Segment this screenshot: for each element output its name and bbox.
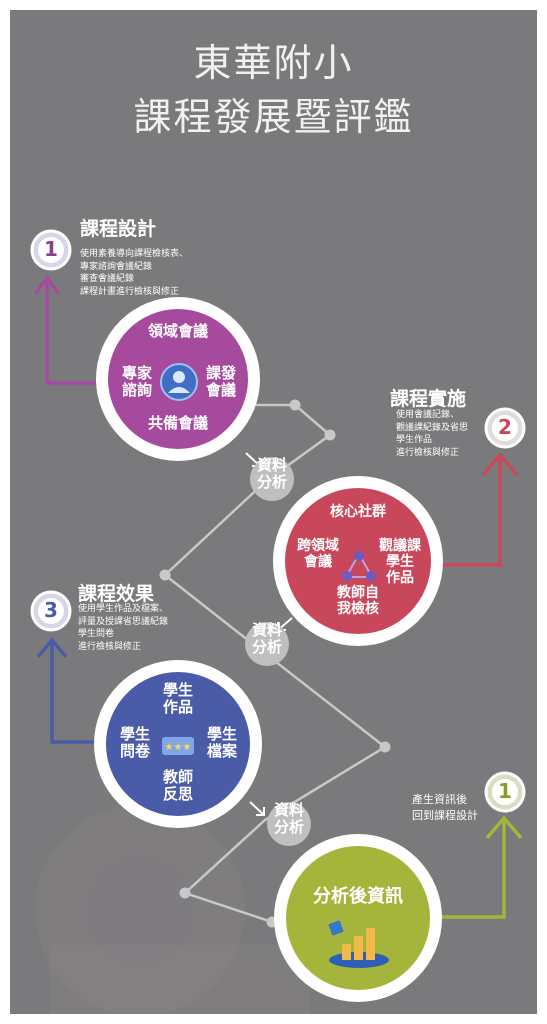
stage2-left-label: 跨領域會議 [297, 538, 339, 571]
flow-connector-lines [30, 229, 526, 928]
data-analysis-node-1: 資料分析 [250, 457, 294, 501]
return-arrow-green [440, 818, 506, 919]
user-network-icon [160, 363, 198, 401]
stage2-bottom-label: 教師自我檢核 [337, 585, 379, 618]
badge-number-3: 3 [44, 598, 58, 622]
stage3-bottom-label: 教師反思 [162, 768, 193, 804]
stage2-description: 使用會議記錄、 觀議課紀錄及省思 學生作品 進行檢核與修正 [396, 410, 469, 458]
stage1-left-label: 專家諮詢 [121, 364, 152, 400]
connector-node [179, 887, 191, 899]
stage2-disc [285, 488, 431, 634]
number-badge-3 [30, 590, 72, 632]
return-arrow-blue [50, 640, 105, 744]
stage1-right-label: 課發會議 [205, 364, 236, 400]
number-badge-final [484, 771, 526, 813]
connector-node [379, 741, 391, 753]
final-label: 分析後資訊 [313, 886, 403, 907]
stage2-right-label: 觀議課學生作品 [379, 538, 421, 587]
stage3-top-label: 學生作品 [162, 681, 193, 717]
badge-number-final: 1 [498, 779, 512, 803]
stage3-title: 課程效果 [78, 583, 155, 605]
team-cycle-icon [342, 551, 376, 581]
number-badge-1 [30, 229, 72, 271]
stage2-top-label: 核心社群 [330, 504, 386, 520]
infographic-canvas: 東華附小 課程發展暨評鑑 [10, 10, 537, 1014]
bar-chart-icon [328, 920, 389, 968]
connector-node [159, 569, 171, 581]
rating-stars-icon: ★★★ [162, 737, 194, 755]
return-arrow-purple [45, 278, 110, 385]
return-note: 產生資訊後 回到課程設計 [412, 793, 478, 822]
stage1-top-label: 領域會議 [147, 322, 208, 340]
stage2-title: 課程實施 [390, 388, 467, 410]
page-title-line1: 東華附小 [193, 41, 354, 85]
stage1-bottom-label: 共備會議 [147, 414, 208, 432]
connector-node [289, 399, 301, 411]
return-arrow-red [442, 455, 502, 567]
stage1-title: 課程設計 [80, 218, 157, 240]
badge-number-1: 1 [44, 237, 58, 261]
connector-node [324, 429, 336, 441]
badge-number-2: 2 [498, 415, 512, 439]
data-analysis-node-3: 資料分析 [267, 802, 311, 846]
page-title-line2: 課程發展暨評鑑 [133, 95, 414, 139]
data-analysis-node-2: 資料分析 [245, 622, 289, 666]
stage3-right-label: 學生檔案 [206, 725, 237, 761]
svg-text:★★★: ★★★ [165, 742, 192, 753]
stage3-left-label: 學生問卷 [119, 725, 150, 761]
stage1-description: 使用素養導向課程檢核表、 專家諮詢會議紀錄 審查會議紀錄 課程計畫進行檢核與修正 [80, 249, 189, 297]
background-gear-decoration [35, 805, 310, 1014]
number-badge-2 [484, 407, 526, 449]
stage3-description: 使用學生作品及檔案、 評量及授課省思議紀錄 學生問卷 進行檢核與修正 [78, 604, 169, 652]
